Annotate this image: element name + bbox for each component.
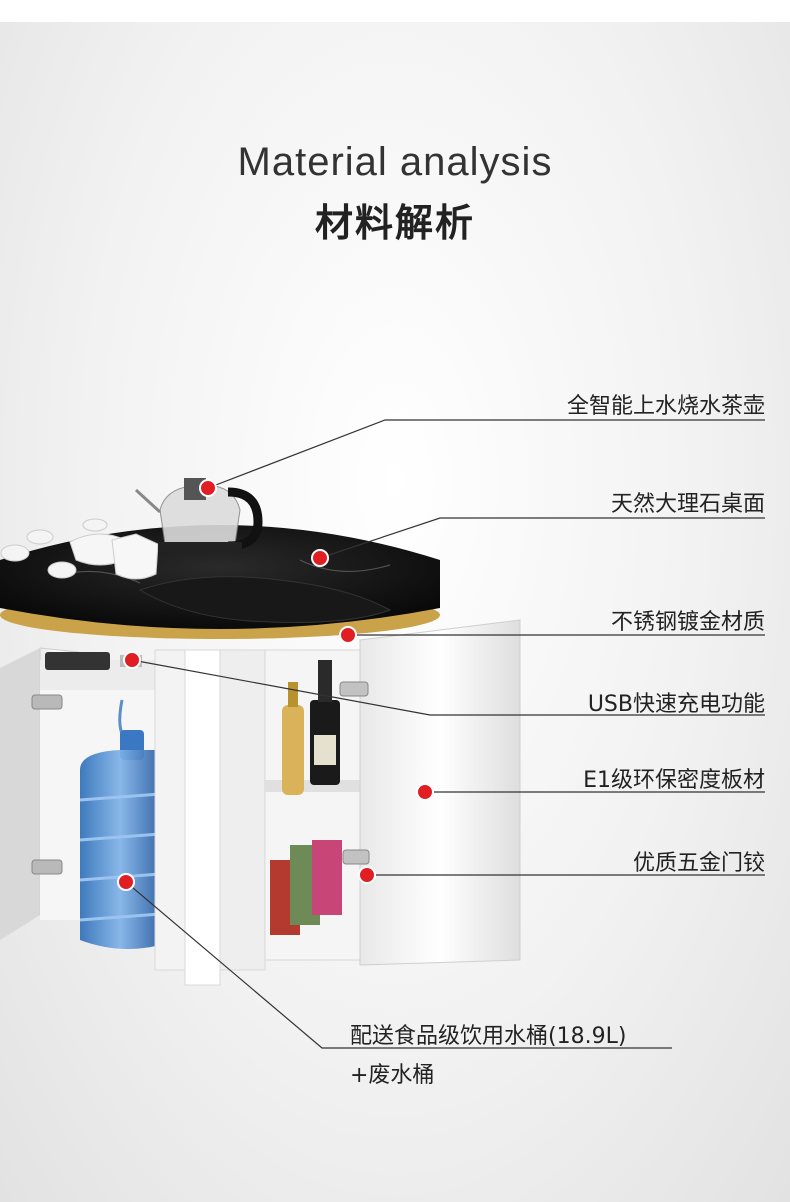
callout-label-marble: 天然大理石桌面 — [610, 492, 765, 517]
dot-hinge — [358, 866, 376, 884]
dot-gold-rim — [339, 626, 357, 644]
section-title-english: Material analysis — [237, 140, 553, 184]
dot-usb — [123, 651, 141, 669]
callout-label-hinge: 优质五金门铰 — [632, 851, 765, 876]
callout-label-board: E1级环保密度板材 — [583, 768, 765, 793]
dot-board — [416, 783, 434, 801]
tea-set — [0, 518, 159, 580]
section-title-chinese: 材料解析 — [314, 203, 475, 245]
callout-dots — [117, 479, 434, 891]
callout-label-gold-steel: 不锈钢镀金材质 — [610, 610, 765, 635]
center-pillars — [154, 649, 266, 986]
callout-label-waste-bucket: +废水桶 — [350, 1063, 435, 1088]
callout-label-usb: USB快速充电功能 — [587, 692, 765, 717]
right-compartment — [264, 649, 361, 961]
left-hinges — [31, 694, 63, 875]
dot-kettle — [199, 479, 217, 497]
top-band — [0, 0, 790, 22]
callout-label-bucket: 配送食品级饮用水桶(18.9L) — [350, 1024, 627, 1049]
water-bucket — [79, 699, 161, 949]
electric-kettle — [134, 478, 263, 552]
callout-lines — [125, 419, 765, 1049]
marble-tabletop — [0, 525, 440, 639]
callout-label-kettle: 全智能上水烧水茶壶 — [566, 394, 765, 419]
dot-bucket — [117, 873, 135, 891]
dot-tabletop — [311, 549, 329, 567]
